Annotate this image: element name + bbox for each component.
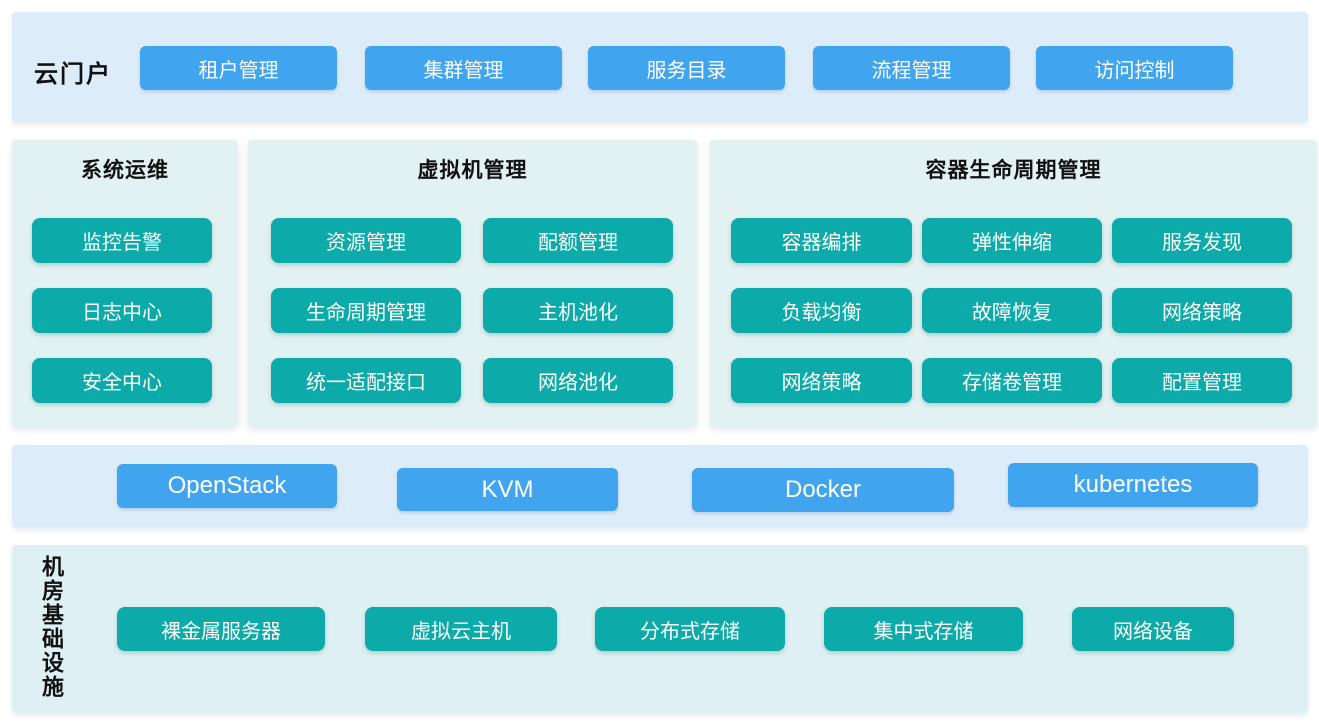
platform-button-openstack[interactable]: OpenStack [117,464,337,508]
ops-button-security-center[interactable]: 安全中心 [32,358,212,403]
portal-button-cluster-management[interactable]: 集群管理 [365,46,562,90]
vm-button-host-pooling[interactable]: 主机池化 [483,288,673,333]
ops-button-monitoring-alerts[interactable]: 监控告警 [32,218,212,263]
infra-button-virtual-cloud-hosts[interactable]: 虚拟云主机 [365,607,557,651]
container-button-config-management[interactable]: 配置管理 [1112,358,1292,403]
container-button-storage-volume-management[interactable]: 存储卷管理 [922,358,1102,403]
vm-button-quota-management[interactable]: 配额管理 [483,218,673,263]
vm-button-unified-adapter-api[interactable]: 统一适配接口 [271,358,461,403]
infra-button-centralized-storage[interactable]: 集中式存储 [824,607,1023,651]
container-button-network-policy-2[interactable]: 网络策略 [731,358,912,403]
vm-button-resource-management[interactable]: 资源管理 [271,218,461,263]
container-button-load-balancing[interactable]: 负载均衡 [731,288,912,333]
vm-button-network-pooling[interactable]: 网络池化 [483,358,673,403]
ops-button-log-center[interactable]: 日志中心 [32,288,212,333]
container-button-elastic-scaling[interactable]: 弹性伸缩 [922,218,1102,263]
vm-button-lifecycle-management[interactable]: 生命周期管理 [271,288,461,333]
infra-button-network-devices[interactable]: 网络设备 [1072,607,1234,651]
panel-vm-management-title: 虚拟机管理 [417,159,528,182]
container-button-network-policy-1[interactable]: 网络策略 [1112,288,1292,333]
panel-system-operations-title: 系统运维 [81,159,169,182]
container-button-fault-recovery[interactable]: 故障恢复 [922,288,1102,333]
infrastructure-label: 机房基础设施 [39,555,64,699]
portal-button-access-control[interactable]: 访问控制 [1036,46,1233,90]
infra-button-distributed-storage[interactable]: 分布式存储 [595,607,785,651]
infra-button-bare-metal-servers[interactable]: 裸金属服务器 [117,607,325,651]
platform-button-kubernetes[interactable]: kubernetes [1008,463,1258,507]
portal-button-tenant-management[interactable]: 租户管理 [140,46,337,90]
platform-button-kvm[interactable]: KVM [397,468,618,511]
container-button-service-discovery[interactable]: 服务发现 [1112,218,1292,263]
container-button-orchestration[interactable]: 容器编排 [731,218,912,263]
cloud-portal-label: 云门户 [34,61,112,88]
panel-container-lifecycle-title: 容器生命周期管理 [925,159,1102,182]
portal-button-process-management[interactable]: 流程管理 [813,46,1010,90]
platform-button-docker[interactable]: Docker [692,468,954,512]
portal-button-service-catalog[interactable]: 服务目录 [588,46,785,90]
